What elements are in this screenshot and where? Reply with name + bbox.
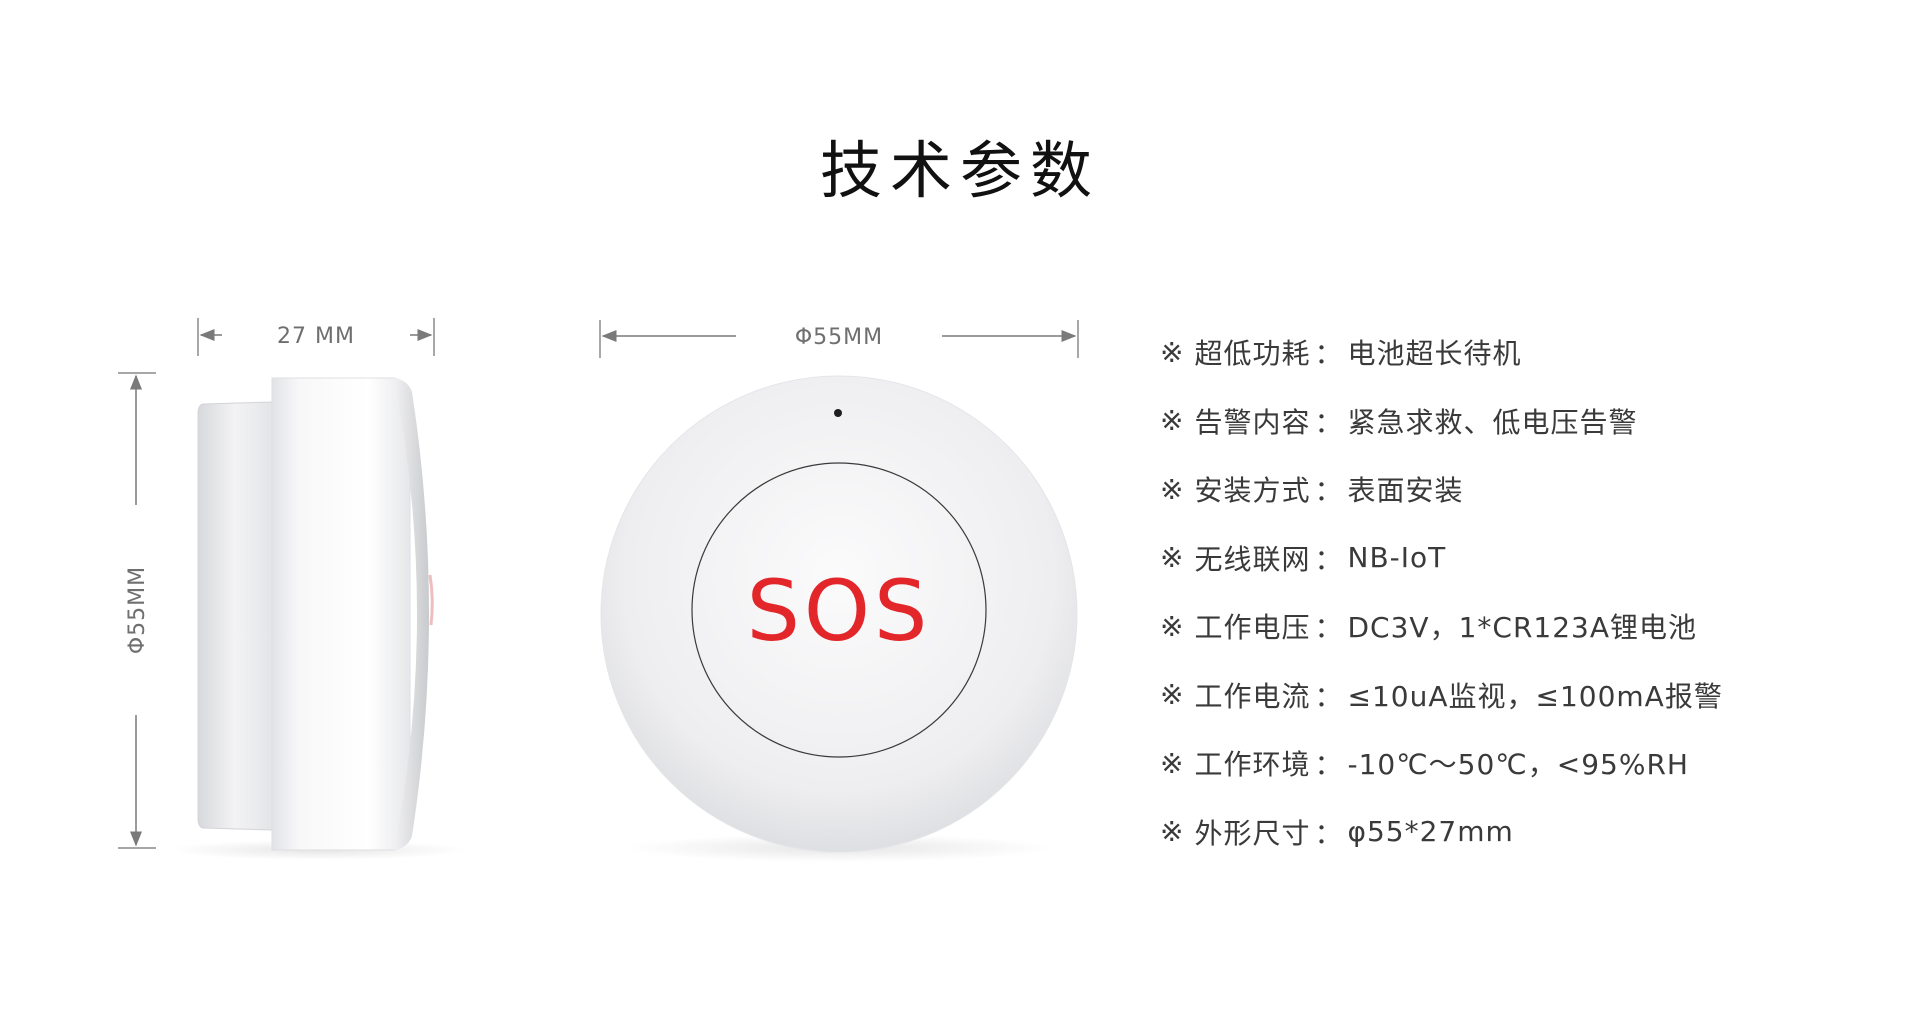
spec-label: 外形尺寸 [1194,816,1311,850]
spec-separator: ： [1314,611,1344,645]
device-side-view [168,377,468,860]
spec-value: -10℃～50℃，<95%RH [1347,748,1689,782]
spec-separator: ： [1314,474,1344,508]
spec-item: ※ 无线联网 ： NB-IoT [1160,524,1723,593]
spec-label: 告警内容 [1194,405,1311,439]
spec-separator: ： [1314,542,1344,576]
spec-value: 表面安装 [1347,474,1464,508]
spec-value: 电池超长待机 [1347,337,1522,371]
spec-separator: ： [1314,337,1344,371]
sos-label: SOS [747,562,932,660]
spec-value: φ55*27mm [1347,815,1514,849]
side-height-label: Φ55MM [125,566,150,654]
page-title: 技术参数 [819,134,1100,207]
spec-item: ※ 工作电压 ： DC3V，1*CR123A锂电池 [1160,592,1723,661]
front-diameter-label: Φ55MM [795,325,883,350]
front-diameter-dimension: Φ55MM [599,320,1079,358]
indicator-dot [834,409,842,417]
reference-mark-icon: ※ [1160,335,1185,369]
reference-mark-icon: ※ [1160,678,1185,712]
device-front-view: SOS [600,375,1078,862]
spec-separator: ： [1314,405,1344,439]
side-width-label: 27 MM [277,324,355,349]
reference-mark-icon: ※ [1160,472,1185,506]
spec-label: 工作电压 [1194,611,1311,645]
reference-mark-icon: ※ [1160,609,1185,643]
spec-value: ≤10uA监视，≤100mA报警 [1347,679,1723,713]
spec-value: 紧急求救、低电压告警 [1347,405,1638,439]
side-height-dimension: Φ55MM [118,372,156,849]
sos-button[interactable] [691,462,987,758]
reference-mark-icon: ※ [1160,404,1185,438]
spec-item: ※ 工作环境 ： -10℃～50℃，<95%RH [1160,729,1723,798]
spec-item: ※ 安装方式 ： 表面安装 [1160,455,1723,524]
spec-label: 工作电流 [1194,679,1311,713]
spec-separator: ： [1314,816,1344,850]
reference-mark-icon: ※ [1160,541,1185,575]
spec-item: ※ 工作电流 ： ≤10uA监视，≤100mA报警 [1160,661,1723,730]
spec-item: ※ 超低功耗 ： 电池超长待机 [1160,318,1723,387]
spec-separator: ： [1314,679,1344,713]
side-width-dimension: 27 MM [197,318,435,356]
reference-mark-icon: ※ [1160,746,1185,780]
spec-label: 超低功耗 [1194,337,1311,371]
spec-value: NB-IoT [1347,541,1447,575]
spec-separator: ： [1314,748,1344,782]
spec-item: ※ 外形尺寸 ： φ55*27mm [1160,798,1723,867]
spec-list: ※ 超低功耗 ： 电池超长待机 ※ 告警内容 ： 紧急求救、低电压告警 ※ 安装… [1160,318,1723,866]
spec-label: 安装方式 [1194,474,1311,508]
spec-label: 工作环境 [1194,748,1311,782]
spec-label: 无线联网 [1194,542,1311,576]
spec-value: DC3V，1*CR123A锂电池 [1347,611,1697,645]
spec-item: ※ 告警内容 ： 紧急求救、低电压告警 [1160,387,1723,456]
reference-mark-icon: ※ [1160,815,1185,849]
